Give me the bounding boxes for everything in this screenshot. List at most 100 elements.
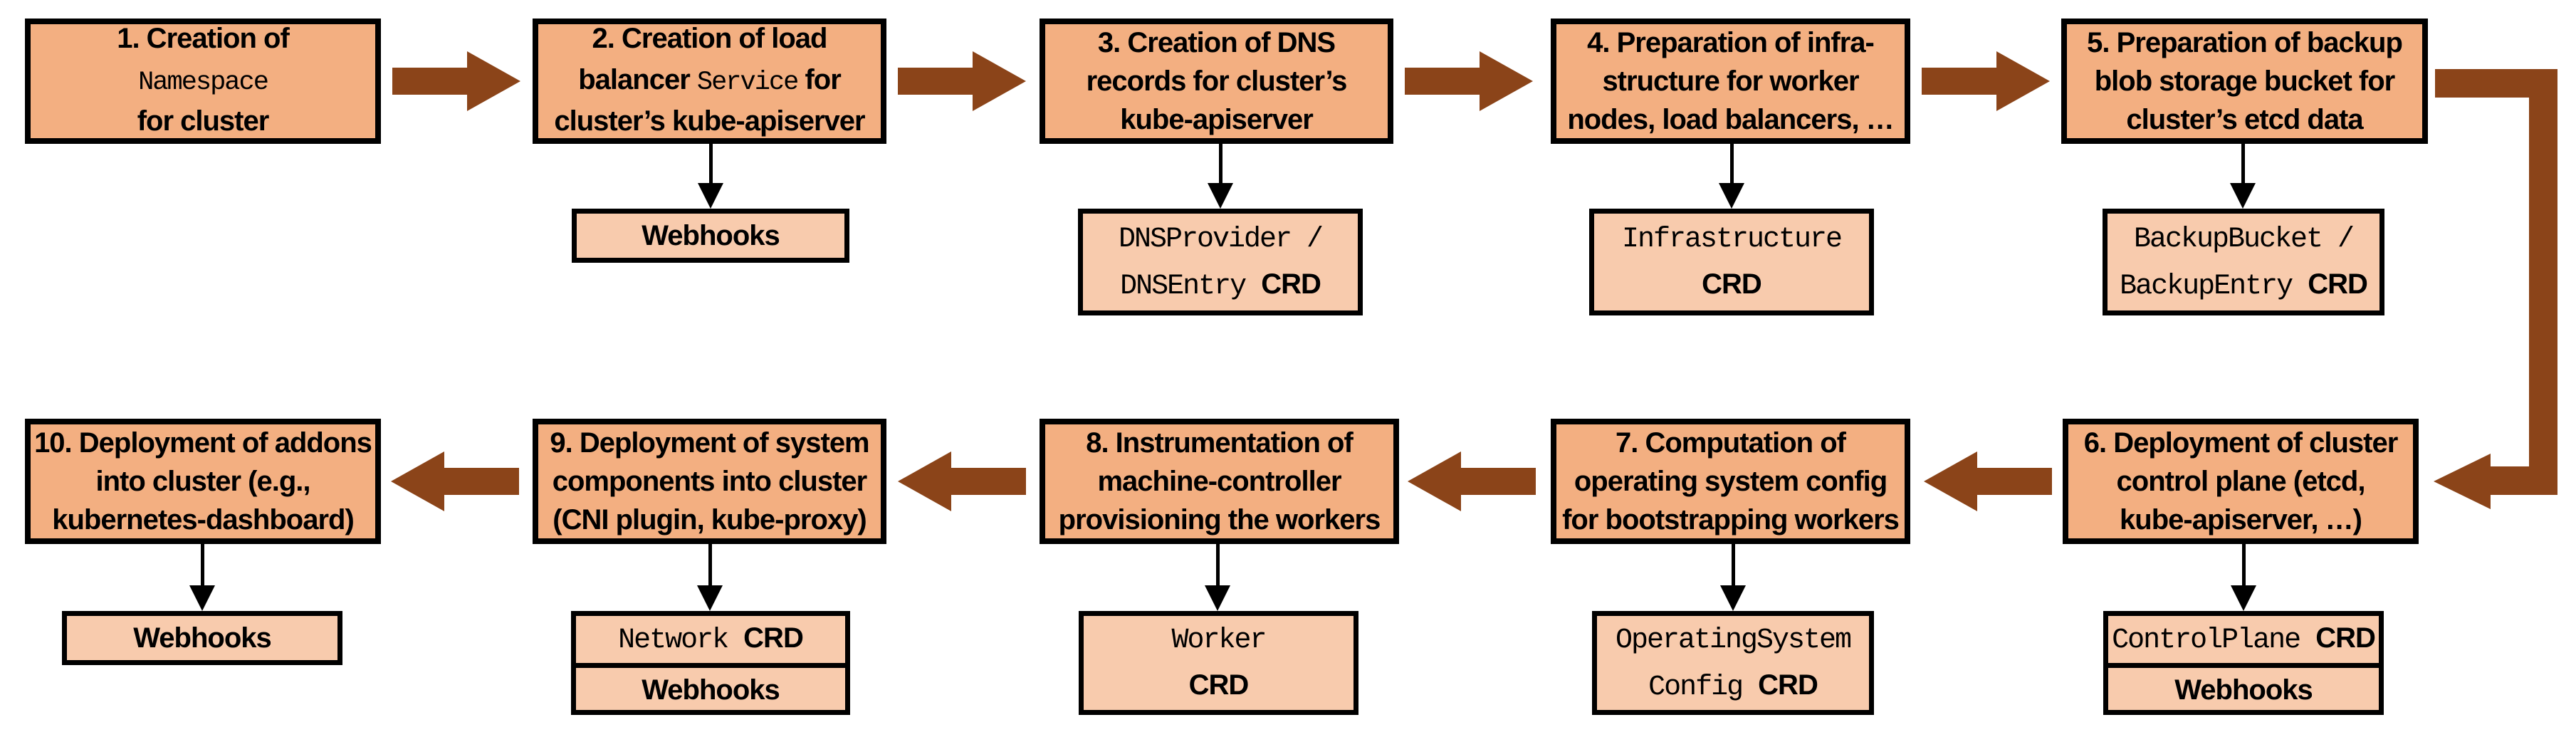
connector-arrow-step3-dns-crd — [1208, 144, 1233, 209]
flow-arrow-4-5 — [1922, 51, 2050, 115]
flow-arrow-7-8 — [1408, 451, 1536, 515]
text-segment: control plane (etcd, — [2116, 466, 2366, 497]
text-segment-mono: Network — [618, 625, 744, 657]
text-line: kubernetes-dashboard) — [52, 501, 355, 539]
text-line: cluster’s kube-apiserver — [554, 102, 865, 143]
webhooks-label: Webhooks — [642, 220, 780, 251]
text-segment-bold: CRD — [1261, 268, 1321, 300]
webhooks-cell: Webhooks — [576, 663, 845, 715]
text-segment: kube-apiserver, …) — [2120, 504, 2362, 535]
text-segment-mono: DNSEntry — [1120, 271, 1262, 303]
flow-arrow-5-6 — [2429, 65, 2576, 518]
text-segment: 3. Creation of DNS — [1097, 27, 1336, 58]
text-segment: kubernetes-dashboard) — [52, 504, 355, 535]
text-segment: 1. Creation of — [117, 23, 290, 54]
connector-arrow-step4-infra-crd — [1719, 144, 1744, 209]
text-segment-mono: Namespace — [138, 68, 269, 98]
text-line: kube-apiserver, …) — [2120, 501, 2362, 539]
flow-arrow-2-3 — [898, 51, 1026, 115]
arrowhead-down-icon — [2230, 183, 2256, 209]
text-line: records for cluster’s — [1087, 62, 1348, 100]
flow-arrow-1-2 — [392, 51, 520, 115]
text-line: Namespace — [138, 61, 269, 102]
crd-box-dns: DNSProvider / DNSEntry CRD — [1078, 209, 1363, 315]
text-segment: 5. Preparation of backup — [2087, 27, 2403, 58]
crd-box-operatingsystemconfig: OperatingSystem Config CRD — [1592, 611, 1874, 715]
text-line: 8. Instrumentation of — [1086, 424, 1354, 462]
connector-arrow-step8-worker-crd — [1205, 544, 1230, 611]
text-segment-mono: DNSProvider / — [1118, 224, 1324, 256]
text-segment: into cluster (e.g., — [95, 466, 310, 497]
crd-box-controlplane-stack: ControlPlane CRD Webhooks — [2103, 611, 2384, 715]
text-line: provisioning the workers — [1059, 501, 1381, 539]
text-line: 4. Preparation of infra- — [1587, 23, 1875, 62]
text-segment: 4. Preparation of infra- — [1587, 27, 1875, 58]
text-line: for cluster — [137, 102, 270, 143]
text-segment: components into cluster — [552, 466, 867, 497]
text-segment: provisioning the workers — [1058, 504, 1381, 535]
text-segment: blob storage bucket for — [2094, 66, 2395, 97]
text-segment-bold: CRD — [1702, 268, 1762, 300]
arrowhead-down-icon — [698, 183, 723, 209]
text-line: 10. Deployment of addons — [34, 424, 372, 462]
text-line: operating system config — [1574, 462, 1888, 501]
arrowhead-down-icon — [1208, 183, 1233, 209]
connector-arrow-step2-webhooks — [698, 144, 723, 209]
text-line: 5. Preparation of backup — [2087, 23, 2403, 62]
crd-box-network-stack: Network CRD Webhooks — [571, 611, 850, 715]
text-segment: nodes, load balancers, … — [1567, 104, 1894, 135]
step-box-3: 3. Creation of DNS records for cluster’s… — [1040, 19, 1393, 144]
connector-arrow-step9-network-crd — [697, 544, 723, 611]
text-line: components into cluster — [553, 462, 867, 501]
text-line: for bootstrapping workers — [1562, 501, 1900, 539]
arrowhead-down-icon — [2231, 585, 2256, 611]
webhooks-cell: Webhooks — [2108, 663, 2379, 715]
step-box-7: 7. Computation of operating system confi… — [1551, 419, 1910, 544]
text-segment-bold: CRD — [1758, 669, 1818, 701]
text-line: balancer Service for — [578, 61, 842, 102]
text-segment: structure for worker — [1602, 66, 1859, 97]
text-segment: kube-apiserver — [1120, 104, 1314, 135]
text-segment: for bootstrapping workers — [1562, 504, 1900, 535]
text-line: 6. Deployment of cluster — [2083, 424, 2399, 462]
text-segment: for cluster — [137, 105, 270, 137]
crd-box-backup: BackupBucket / BackupEntry CRD — [2103, 209, 2384, 315]
text-line: 9. Deployment of system — [550, 424, 869, 462]
text-line: (CNI plugin, kube-proxy) — [553, 501, 866, 539]
text-segment: 6. Deployment of cluster — [2083, 427, 2399, 459]
flow-arrow-8-9 — [898, 451, 1026, 515]
text-segment-mono: BackupEntry — [2120, 271, 2308, 303]
text-segment: 10. Deployment of addons — [34, 427, 372, 459]
connector-arrow-step6-controlplane-crd — [2231, 544, 2256, 611]
text-segment-mono: BackupBucket / — [2133, 224, 2355, 256]
text-line: OperatingSystem — [1616, 616, 1852, 663]
crd-cell-controlplane: ControlPlane CRD — [2108, 616, 2379, 663]
text-line: CRD — [1702, 262, 1762, 309]
text-segment: 9. Deployment of system — [550, 427, 869, 459]
connector-arrow-step10-webhooks — [189, 544, 215, 611]
text-segment: for — [797, 64, 841, 95]
text-segment-bold: CRD — [2315, 622, 2376, 654]
text-line: control plane (etcd, — [2116, 462, 2366, 501]
text-segment-bold: CRD — [743, 622, 804, 654]
text-line: machine-controller — [1097, 462, 1341, 501]
text-segment: machine-controller — [1097, 466, 1341, 497]
crd-box-infrastructure: Infrastructure CRD — [1589, 209, 1874, 315]
text-line: DNSProvider / — [1118, 215, 1324, 262]
webhooks-label: Webhooks — [133, 622, 272, 654]
arrowhead-down-icon — [1205, 585, 1230, 611]
flow-arrow-6-7 — [1924, 451, 2052, 515]
text-line: DNSEntry CRD — [1120, 262, 1321, 309]
step-box-2: 2. Creation of load balancer Service for… — [533, 19, 886, 144]
connector-arrow-step7-osc-crd — [1720, 544, 1746, 611]
text-segment-bold: Webhooks — [642, 674, 780, 706]
text-line: cluster’s etcd data — [2126, 100, 2363, 139]
text-line: Config CRD — [1648, 663, 1818, 710]
text-segment-bold: CRD — [2308, 268, 2368, 300]
text-line: 1. Creation of — [117, 19, 290, 61]
step-box-4: 4. Preparation of infra- structure for w… — [1551, 19, 1910, 144]
arrowhead-down-icon — [697, 585, 723, 611]
step-box-1: 1. Creation of Namespace for cluster — [25, 19, 381, 144]
text-segment-mono: ControlPlane — [2112, 625, 2316, 657]
crd-box-worker: Worker CRD — [1079, 611, 1358, 715]
